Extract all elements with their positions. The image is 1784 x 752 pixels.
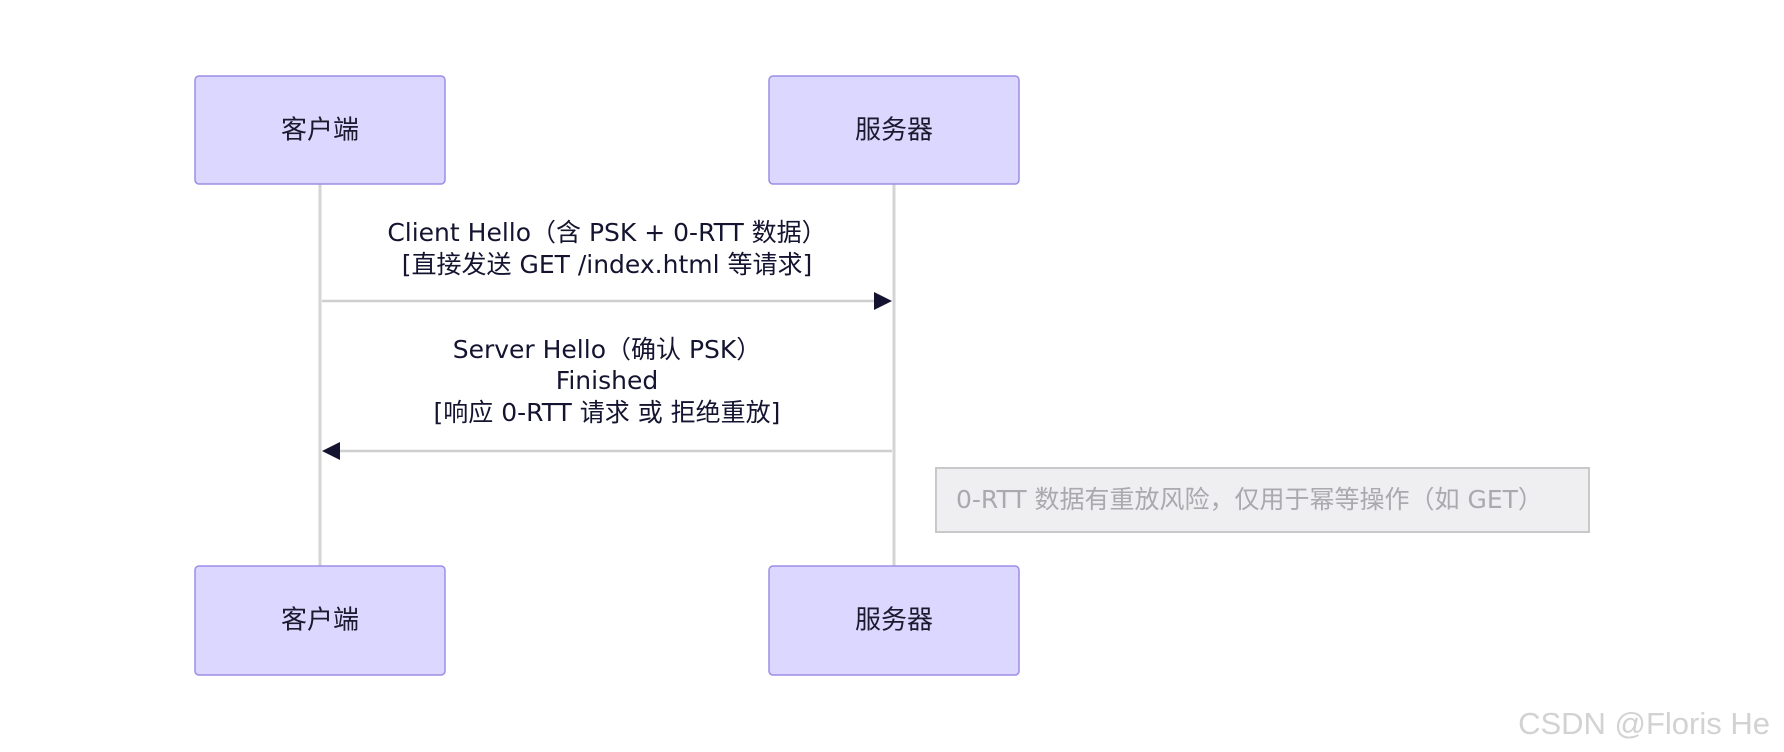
server-actor-bottom: 服务器: [768, 565, 1020, 676]
client-actor-top-label: 客户端: [281, 116, 359, 146]
server-actor-top: 服务器: [768, 75, 1020, 185]
arrow-left-icon: [322, 442, 340, 460]
message-2-line-1: Server Hello（确认 PSK）: [453, 335, 762, 364]
arrow-right-icon: [874, 292, 892, 310]
message-1-line-2: [直接发送 GET /index.html 等请求]: [402, 250, 813, 279]
server-actor-bottom-label: 服务器: [855, 606, 933, 636]
message-1-line-1: Client Hello（含 PSK + 0-RTT 数据）: [387, 218, 826, 247]
watermark: CSDN @Floris He: [1518, 706, 1770, 741]
server-actor-top-label: 服务器: [855, 116, 933, 146]
message-2-line-2: Finished: [556, 366, 658, 395]
message-server-hello: Server Hello（确认 PSK） Finished [响应 0-RTT …: [322, 335, 892, 460]
client-actor-top: 客户端: [194, 75, 446, 185]
note: 0-RTT 数据有重放风险，仅用于幂等操作（如 GET）: [935, 467, 1590, 533]
client-actor-bottom: 客户端: [194, 565, 446, 676]
note-text: 0-RTT 数据有重放风险，仅用于幂等操作（如 GET）: [956, 485, 1543, 514]
client-actor-bottom-label: 客户端: [281, 606, 359, 636]
message-client-hello: Client Hello（含 PSK + 0-RTT 数据） [直接发送 GET…: [322, 218, 892, 310]
message-2-line-3: [响应 0-RTT 请求 或 拒绝重放]: [434, 398, 781, 427]
